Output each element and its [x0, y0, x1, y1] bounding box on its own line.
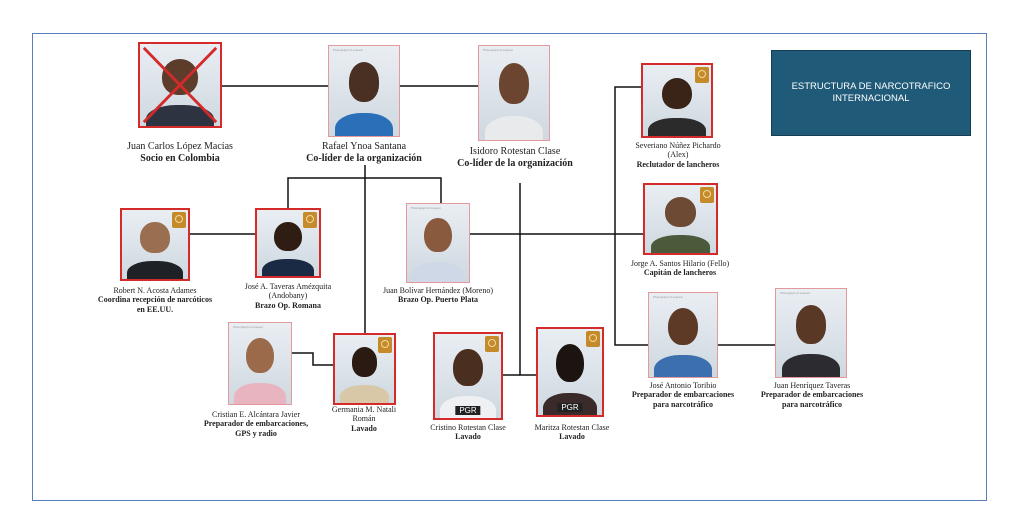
photo-tag: Photograph of suspect: [780, 291, 811, 295]
person-role: Capitán de lancheros: [643, 268, 717, 278]
chart-frame: [32, 33, 987, 501]
person-name: Juan Henríquez Taveras: [773, 381, 851, 390]
person-role: Brazo Op. Romana: [255, 300, 321, 310]
person-role: Socio en Colombia: [140, 152, 220, 164]
person-role: Lavado: [455, 432, 481, 442]
agency-logo-icon: [695, 67, 709, 83]
person-role: Reclutador de lancheros: [636, 159, 720, 169]
person-role: Preparador de embarcaciones, GPS y radio: [203, 419, 309, 438]
person-caption-henriquez: Juan Henríquez Taveras Preparador de emb…: [758, 381, 866, 409]
person-name: José Antonio Toribio: [649, 381, 717, 390]
person-caption-taveras: José A. Taveras Amézquita (Andobany) Bra…: [236, 282, 340, 310]
person-name: Jorge A. Santos Hilario (Fello): [630, 259, 730, 268]
person-role: Preparador de embarcaciones para narcotr…: [760, 390, 864, 409]
person-caption-severiano: Severiano Núñez Pichardo (Alex) Reclutad…: [628, 141, 728, 169]
person-caption-alcantara: Cristian E. Alcántara Javier Preparador …: [198, 410, 314, 438]
agency-logo-icon: [586, 331, 600, 347]
person-name: Maritza Rotestan Clase: [534, 423, 610, 432]
person-caption-maritza: Maritza Rotestan Clase Lavado: [522, 423, 622, 442]
person-photo-bolivar: Photograph of suspect: [406, 203, 470, 283]
person-photo-acosta: [120, 208, 190, 281]
person-photo-ynoa: Photograph of suspect: [328, 45, 400, 137]
person-caption-santos: Jorge A. Santos Hilario (Fello) Capitán …: [628, 259, 732, 278]
person-photo-henriquez: Photograph of suspect: [775, 288, 847, 378]
person-role: Lavado: [559, 432, 585, 442]
person-role: Preparador de embarcaciones para narcotr…: [631, 390, 735, 409]
agency-logo-icon: [485, 336, 499, 352]
person-caption-cristino: Cristino Rotestan Clase Lavado: [415, 423, 521, 442]
person-name: Rafael Ynoa Santana: [321, 141, 407, 152]
person-caption-acosta: Robert N. Acosta Adames Coordina recepci…: [95, 286, 215, 314]
link-isidoro-maritza: [519, 183, 536, 376]
person-role: Brazo Op. Puerto Plata: [398, 295, 478, 305]
pgr-badge: PGR: [455, 406, 481, 415]
person-name: José A. Taveras Amézquita (Andobany): [244, 282, 332, 301]
link-taveras-bolivar: [287, 177, 442, 210]
person-caption-lopez: Juan Carlos López Macías Socio en Colomb…: [100, 141, 260, 165]
person-name: Juan Bolívar Hernández (Moreno): [383, 286, 493, 295]
photo-tag: Photograph of suspect: [233, 325, 264, 329]
photo-tag: Photograph of suspect: [653, 295, 684, 299]
chart-title: ESTRUCTURA DE NARCOTRAFICO INTERNACIONAL: [771, 50, 971, 136]
person-photo-severiano: [641, 63, 713, 138]
person-name: Cristian E. Alcántara Javier: [212, 410, 300, 419]
agency-logo-icon: [172, 212, 186, 228]
person-role: Coordina recepción de narcóticos en EE.U…: [97, 295, 213, 314]
agency-logo-icon: [378, 337, 392, 353]
agency-logo-icon: [700, 187, 714, 203]
person-role: Co-líder de la organización: [457, 157, 573, 169]
person-photo-lopez: [138, 42, 222, 128]
agency-logo-icon: [303, 212, 317, 228]
photo-tag: Photograph of suspect: [333, 48, 364, 52]
person-name: Severiano Núñez Pichardo (Alex): [635, 141, 721, 160]
person-name: Robert N. Acosta Adames: [113, 286, 197, 295]
person-photo-maritza: PGR: [536, 327, 604, 417]
photo-tag: Photograph of suspect: [483, 48, 514, 52]
person-role: Co-líder de la organización: [306, 152, 422, 164]
person-caption-bolivar: Juan Bolívar Hernández (Moreno) Brazo Op…: [383, 286, 493, 305]
person-photo-germania: [333, 333, 396, 405]
link-severiano-toribio: [614, 86, 648, 346]
person-name: Isidoro Rotestan Clase: [469, 146, 561, 157]
person-photo-cristino: PGR: [433, 332, 503, 420]
person-name: Juan Carlos López Macías: [127, 141, 233, 152]
person-caption-toribio: José Antonio Toribio Preparador de embar…: [628, 381, 738, 409]
person-name: Germania M. Natali Román: [331, 405, 397, 424]
person-photo-isidoro: Photograph of suspect: [478, 45, 550, 141]
person-caption-isidoro: Isidoro Rotestan Clase Co-líder de la or…: [455, 146, 575, 170]
crossed-out-icon: [142, 46, 218, 124]
person-role: Lavado: [351, 423, 377, 433]
person-name: Cristino Rotestan Clase: [430, 423, 506, 432]
photo-tag: Photograph of suspect: [411, 206, 442, 210]
person-photo-santos: [643, 183, 718, 255]
person-caption-germania: Germania M. Natali Román Lavado: [322, 405, 406, 433]
person-photo-taveras: [255, 208, 321, 278]
pgr-badge: PGR: [557, 403, 583, 412]
link-alcantara-germania: [292, 352, 333, 366]
person-caption-ynoa: Rafael Ynoa Santana Co-líder de la organ…: [278, 141, 450, 165]
person-photo-toribio: Photograph of suspect: [648, 292, 718, 378]
person-photo-alcantara: Photograph of suspect: [228, 322, 292, 405]
